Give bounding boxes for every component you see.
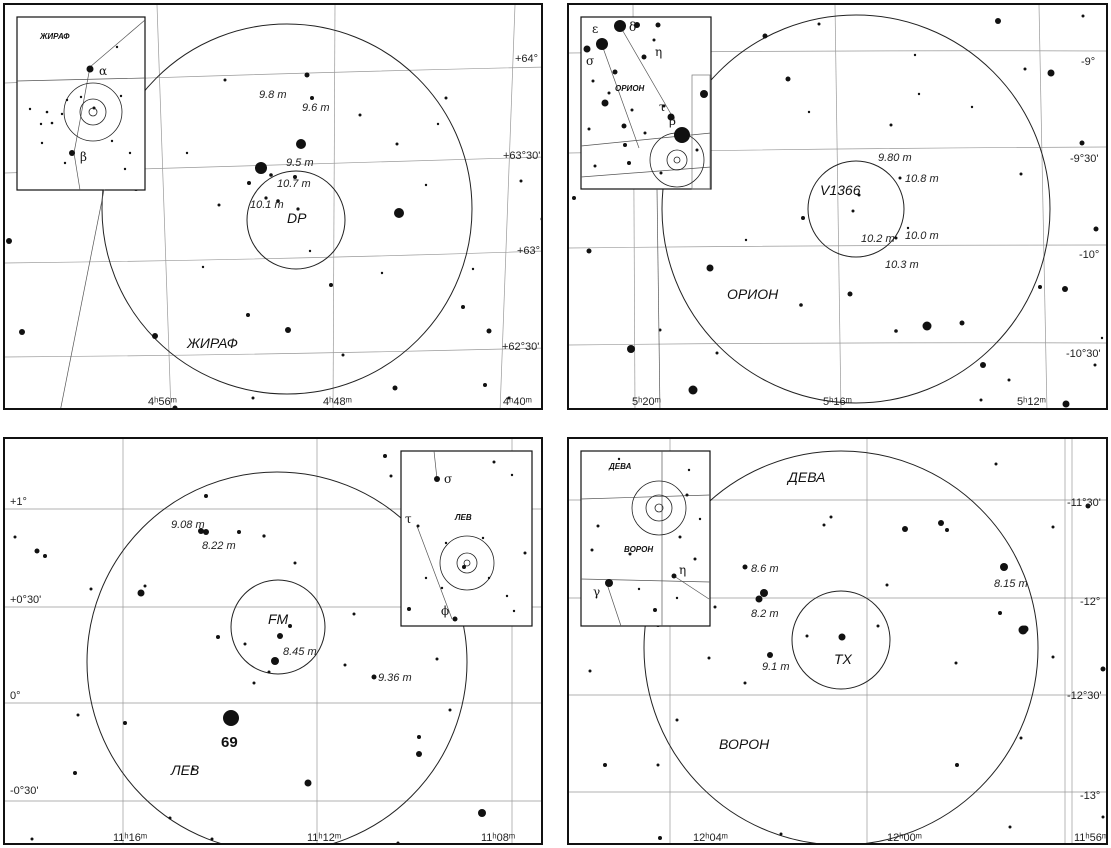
magnitude-label: 9.08 m (171, 519, 205, 531)
star-sigma-label: σ (444, 472, 452, 486)
variable-star-name: V1366 (820, 182, 861, 198)
constellation-name-2: ДЕВА (786, 469, 825, 485)
ra-label: 4ʰ56ᵐ (148, 396, 177, 408)
constellation-name: ЛЕВ (170, 762, 199, 778)
chart-panel-camelopardalis: ЖИРАФ α β +64° +63°30' +63° +62°30' 4ʰ56… (3, 3, 543, 410)
bright-star (223, 710, 239, 726)
ra-label: 5ʰ12ᵐ (1017, 396, 1046, 408)
magnitude-label: 9.36 m (378, 672, 412, 684)
dec-label: -10°30' (1066, 348, 1101, 360)
magnitude-label: 10.7 m (277, 178, 311, 190)
detail-circle (246, 170, 346, 270)
dec-label: -13° (1080, 790, 1100, 802)
magnitude-label: 9.8 m (259, 89, 287, 101)
dec-label: +63° (517, 245, 540, 257)
dec-label: -12° (1080, 596, 1100, 608)
field-circle (101, 23, 473, 395)
dec-label: -10° (1079, 249, 1099, 261)
ra-label: 5ʰ20ᵐ (632, 396, 661, 408)
star-beta-label: β (80, 150, 87, 164)
magnitude-label: 10.8 m (905, 173, 939, 185)
star-map-camelopardalis: ЖИРАФ α β +64° +63°30' +63° +62°30' 4ʰ56… (5, 5, 541, 408)
inset-constellation-label: ОРИОН (615, 84, 645, 93)
variable-star-name: DP (287, 210, 307, 226)
magnitude-label: 8.2 m (751, 608, 779, 620)
ra-label: 4ʰ40ᵐ (503, 396, 532, 408)
dec-label: -9°30' (1070, 153, 1099, 165)
ra-label: 4ʰ48ᵐ (323, 396, 352, 408)
variable-star-name: FM (268, 611, 289, 627)
star-map-orion: ε δ η σ τ β ОРИОН -9° -9°30' -10° -10°30… (569, 5, 1106, 408)
star-beta-label: β (669, 114, 676, 128)
detail-circle (807, 160, 905, 258)
dec-label: +64° (515, 53, 538, 65)
magnitude-label: 10.0 m (905, 230, 939, 242)
magnitude-label: 8.22 m (202, 540, 236, 552)
ra-label: 11ʰ56ᵐ (1074, 832, 1108, 844)
magnitude-label: 10.1 m (250, 199, 284, 211)
ra-label: 11ʰ08ᵐ (481, 832, 515, 844)
star-eta-label: η (679, 563, 686, 577)
detail-circle (791, 590, 891, 690)
field-circle (643, 450, 1039, 843)
star-sigma-label: σ (586, 54, 594, 68)
star-gamma-label: γ (593, 585, 600, 599)
star-map-corvus: ДЕВА ВОРОН γ η -11°30' -12° -12°30' -13°… (569, 439, 1108, 844)
magnitude-label: 8.6 m (751, 563, 779, 575)
star-alpha-label: α (99, 64, 107, 78)
star-tau-label: τ (405, 512, 412, 526)
bright-star-label: 69 (221, 734, 238, 751)
magnitude-label: 9.80 m (878, 152, 912, 164)
chart-panel-orion: ε δ η σ τ β ОРИОН -9° -9°30' -10° -10°30… (567, 3, 1108, 410)
magnitude-label: 9.6 m (302, 102, 330, 114)
finder-inset (580, 450, 711, 627)
detail-circle (230, 579, 326, 675)
ra-label: 11ʰ16ᵐ (113, 832, 147, 844)
star-delta-label: δ (629, 20, 636, 34)
star-epsilon-label: ε (592, 22, 598, 36)
chart-panel-leo: σ τ ϕ ЛЕВ +1° +0°30' 0° -0°30' 11ʰ16ᵐ 11… (3, 437, 543, 845)
inset-constellation-label: ЖИРАФ (39, 32, 70, 41)
magnitude-label: 8.15 m (994, 578, 1028, 590)
star-tau-label: τ (659, 100, 666, 114)
finder-inset (400, 450, 533, 627)
dec-label: +1° (10, 496, 27, 508)
magnitude-label: 9.1 m (762, 661, 790, 673)
star-eta-label: η (655, 45, 662, 59)
inset-constellation-label: ЛЕВ (454, 513, 472, 522)
ra-label: 12ʰ00ᵐ (887, 832, 922, 844)
constellation-name: ОРИОН (727, 286, 779, 302)
chart-panel-corvus: ДЕВА ВОРОН γ η -11°30' -12° -12°30' -13°… (567, 437, 1108, 845)
star-map-leo: σ τ ϕ ЛЕВ +1° +0°30' 0° -0°30' 11ʰ16ᵐ 11… (5, 439, 541, 844)
magnitude-label: 10.2 m (861, 233, 895, 245)
dec-label: -9° (1081, 56, 1095, 68)
dec-label: +62°30' (502, 341, 539, 353)
ra-label: 5ʰ16ᵐ (823, 396, 852, 408)
inset-constellation-label-2: ВОРОН (624, 545, 653, 554)
dec-label: -0°30' (10, 785, 39, 797)
dec-label: +63°30' (503, 150, 540, 162)
constellation-name: ЖИРАФ (186, 335, 238, 351)
magnitude-label: 10.3 m (885, 259, 919, 271)
field-circle (86, 471, 468, 843)
dec-label: -12°30' (1067, 690, 1102, 702)
dec-label: -11°30' (1067, 497, 1101, 509)
inset-constellation-label: ДЕВА (608, 462, 632, 471)
dec-label: +0°30' (10, 594, 41, 606)
constellation-name: ВОРОН (719, 736, 770, 752)
star-phi-label: ϕ (441, 604, 449, 618)
ra-label: 11ʰ12ᵐ (307, 832, 341, 844)
finder-inset (16, 16, 146, 191)
field-circle (661, 14, 1051, 404)
magnitude-label: 9.5 m (286, 157, 314, 169)
dec-label: 0° (10, 690, 21, 702)
ra-label: 12ʰ04ᵐ (693, 832, 728, 844)
variable-star-name: TX (834, 651, 853, 667)
magnitude-label: 8.45 m (283, 646, 317, 658)
